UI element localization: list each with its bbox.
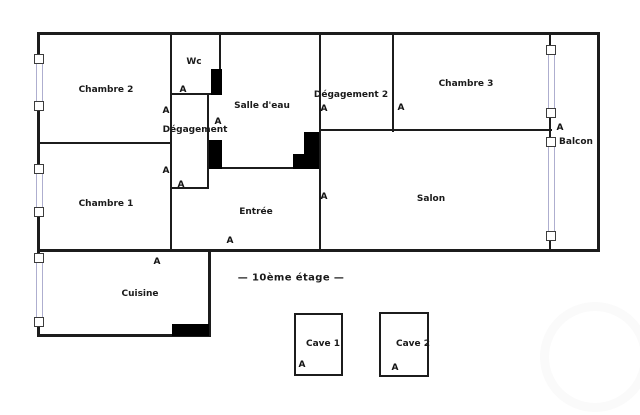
wall-wc-bottom — [170, 93, 221, 95]
door-mark-a: A — [320, 192, 328, 202]
room-label-cuisine: Cuisine — [121, 289, 159, 299]
room-label-salon: Salon — [416, 194, 446, 204]
window-handle — [546, 137, 556, 147]
door-mark-a: A — [226, 236, 234, 246]
window-balcon-upper — [548, 53, 555, 112]
wall-corridor-right — [207, 93, 209, 189]
window-chambre2 — [36, 62, 43, 103]
wall-cuisine-right — [208, 249, 211, 337]
window-handle — [34, 207, 44, 217]
door-mark-a: A — [179, 85, 187, 95]
room-label-chambre-3: Chambre 3 — [438, 79, 494, 89]
room-label-balcon: Balcon — [559, 137, 593, 147]
wall-right — [597, 32, 600, 252]
door-salle-deau-vertical — [304, 132, 319, 169]
room-label-cave-2: Cave 2 — [395, 339, 431, 349]
wall-chambre1-chambre2 — [39, 142, 172, 144]
wall-wc-right — [219, 32, 221, 95]
door-mark-a: A — [214, 117, 222, 127]
window-handle — [546, 231, 556, 241]
room-label-degagement: Dégagement — [162, 125, 228, 135]
room-label-cave-1: Cave 1 — [305, 339, 341, 349]
door-mark-a: A — [153, 257, 161, 267]
wall-corridor-bottom — [170, 187, 209, 189]
window-handle — [34, 253, 44, 263]
cave-2-box — [379, 312, 429, 377]
wall-entree-top — [207, 167, 321, 169]
wall-balcon-top-seg — [549, 32, 551, 47]
window-handle — [546, 45, 556, 55]
window-handle — [546, 108, 556, 118]
room-label-wc: Wc — [186, 57, 202, 67]
window-handle — [34, 54, 44, 64]
door-mark-a: A — [298, 360, 306, 370]
window-handle — [34, 317, 44, 327]
wall-balcon-mid-seg — [549, 116, 551, 140]
door-mark-a: A — [320, 104, 328, 114]
window-cuisine — [36, 261, 43, 319]
door-cuisine — [172, 324, 209, 336]
room-label-degagement-2: Dégagement 2 — [313, 90, 389, 100]
window-handle — [34, 164, 44, 174]
door-wc — [211, 69, 222, 95]
window-balcon-lower — [548, 145, 555, 234]
door-mark-a: A — [162, 106, 170, 116]
room-label-chambre-1: Chambre 1 — [78, 199, 134, 209]
cave-1-box — [294, 313, 343, 376]
door-mark-a: A — [162, 166, 170, 176]
floor-caption: — 10ème étage — — [237, 272, 345, 284]
wall-salon-top — [319, 129, 552, 131]
door-mark-a: A — [556, 123, 564, 133]
window-chambre1 — [36, 172, 43, 209]
wall-central-vertical — [319, 32, 321, 251]
door-mark-a: A — [391, 363, 399, 373]
wall-cuisine-bottom — [37, 334, 211, 337]
wall-corridor-left — [170, 32, 172, 251]
wall-balcon-bottom-seg — [549, 239, 551, 252]
wall-degagement2-chambre3 — [392, 32, 394, 132]
door-salle-deau-foot — [293, 154, 305, 169]
door-mark-a: A — [397, 103, 405, 113]
wall-top — [37, 32, 600, 35]
room-label-chambre-2: Chambre 2 — [78, 85, 134, 95]
door-mark-a: A — [177, 180, 185, 190]
room-label-salle-deau: Salle d'eau — [234, 101, 290, 111]
room-label-entree: Entrée — [239, 207, 273, 217]
door-corridor — [209, 140, 222, 169]
window-handle — [34, 101, 44, 111]
watermark-circle — [540, 302, 640, 412]
